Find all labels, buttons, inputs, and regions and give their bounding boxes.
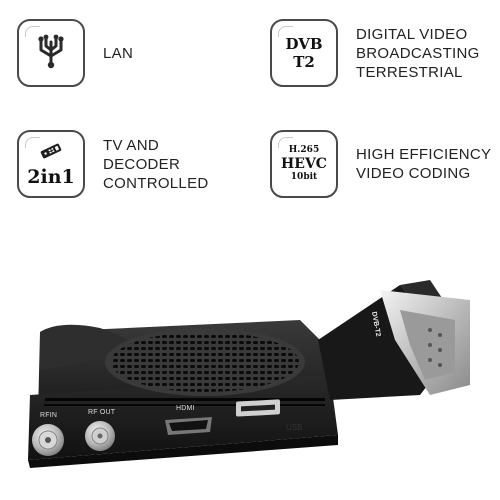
lan-network-icon	[30, 30, 72, 77]
usb-port	[236, 399, 280, 417]
rf-out-label: RF OUT	[88, 409, 116, 416]
lan-text: LAN	[103, 44, 134, 62]
dvb-line-1: DIGITAL VIDEO	[356, 25, 468, 43]
dvb-badge-line2: T2	[293, 53, 315, 71]
front-vents	[44, 398, 325, 406]
feature-dvb-t2: DVB T2 DIGITAL VIDEO BROADCASTING TERRES…	[270, 19, 480, 87]
feature-2in1: 2in1 TV AND DECODER CONTROLLED	[17, 130, 209, 198]
usb-label: USB	[286, 423, 302, 432]
2in1-line-2: DECODER	[103, 155, 181, 173]
dvb-description: DIGITAL VIDEO BROADCASTING TERRESTRIAL	[356, 25, 480, 82]
lan-label: LAN	[103, 44, 133, 63]
set-top-box-image: RFIN RF OUT HDMI USB	[0, 280, 500, 500]
hdmi-port	[165, 417, 212, 435]
feature-lan: LAN	[17, 19, 133, 87]
2in1-badge: 2in1	[17, 130, 85, 198]
dvb-line-3: TERRESTRIAL	[356, 63, 463, 81]
2in1-description: TV AND DECODER CONTROLLED	[103, 136, 209, 193]
rf-out-port	[85, 421, 115, 451]
dvb-line-2: BROADCASTING	[356, 44, 480, 62]
hevc-line-1: HIGH EFFICIENCY	[356, 146, 492, 163]
dvb-badge-line1: DVB	[285, 35, 323, 53]
lan-badge	[17, 19, 85, 87]
hevc-badge-line1: H.265	[288, 145, 320, 155]
2in1-badge-text: 2in1	[27, 165, 75, 188]
remote-control-icon	[38, 142, 64, 165]
feature-hevc: H.265 HEVC 10bit HIGH EFFICIENCY VIDEO C…	[270, 130, 491, 198]
2in1-line-3: CONTROLLED	[103, 174, 209, 192]
scart-plug: DVB-T2	[318, 280, 470, 400]
scart-dvb-label: DVB-T2	[370, 311, 381, 337]
hevc-badge-line3: 10bit	[290, 172, 318, 182]
dvb-t2-badge: DVB T2	[270, 19, 338, 87]
hevc-badge-line2: HEVC	[281, 156, 327, 172]
rf-in-port	[32, 424, 64, 456]
hdmi-label: HDMI	[176, 405, 195, 412]
2in1-line-1: TV AND	[103, 136, 159, 154]
hevc-line-2: VIDEO CODING	[356, 165, 471, 182]
hevc-badge: H.265 HEVC 10bit	[270, 130, 338, 198]
hevc-description: HIGH EFFICIENCY VIDEO CODING	[356, 145, 491, 183]
device-left-ridge	[40, 324, 140, 370]
rf-in-label: RFIN	[40, 412, 57, 419]
